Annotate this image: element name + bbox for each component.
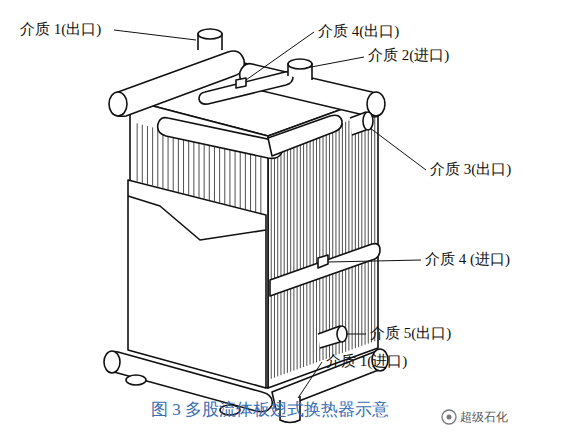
fin-line (352, 119, 353, 349)
fin-line (368, 114, 369, 344)
cover-bevel (128, 196, 266, 240)
fin-line (339, 124, 340, 354)
fin-line (271, 149, 272, 379)
fin-line (250, 153, 251, 211)
figure-caption: 图 3 多股流体板翅式换热器示意 (151, 398, 389, 421)
fin-line (365, 115, 366, 345)
nozzle-mouth (363, 112, 373, 130)
fin-line (358, 117, 359, 347)
fin-line (152, 127, 153, 185)
leader-line (306, 57, 364, 68)
leader-line (298, 362, 322, 398)
fin-line (280, 145, 281, 375)
cover-plate (128, 180, 266, 388)
fin-line (137, 123, 138, 181)
fin-line (245, 152, 246, 210)
foot (126, 375, 146, 385)
front-top-header (158, 118, 283, 159)
fin-line (173, 133, 174, 191)
fin-line (219, 145, 220, 203)
leader-line (346, 334, 366, 335)
callout-label: 介质 4 (进口) (425, 250, 510, 268)
fin-line (297, 139, 298, 369)
fin-line (361, 116, 362, 346)
fin-line (255, 154, 256, 212)
fin-line (293, 141, 294, 371)
fin-line (209, 142, 210, 200)
fin-line (178, 134, 179, 192)
leader-line (328, 260, 421, 262)
fin-line (323, 130, 324, 360)
fin-line (348, 121, 349, 351)
fin-line (204, 141, 205, 199)
fin-line (147, 126, 148, 184)
fin-line (329, 128, 330, 358)
fin-line (342, 123, 343, 353)
fin-line (193, 138, 194, 196)
fin-line (303, 137, 304, 367)
nozzle (236, 78, 246, 88)
fin-line (345, 122, 346, 352)
fin-line (355, 118, 356, 348)
fin-line (319, 131, 320, 361)
fin-line (374, 111, 375, 341)
fin-line (290, 142, 291, 372)
fin-line (157, 129, 158, 187)
leader-line (114, 30, 196, 40)
right-face (268, 96, 378, 388)
fin-line (168, 131, 169, 189)
callout-label: 介质 4(出口) (318, 22, 399, 40)
fin-line (316, 132, 317, 362)
fin-line (214, 144, 215, 202)
fin-line (274, 148, 275, 378)
leader-line (246, 32, 314, 80)
medium4-outlet-header (199, 72, 293, 104)
fin-line (183, 135, 184, 193)
fin-line (142, 125, 143, 183)
fin-line (371, 112, 372, 342)
side-top-header (268, 115, 342, 156)
fin-line (240, 150, 241, 208)
fin-line (326, 129, 327, 359)
callout-label: 介质 1(出口) (20, 20, 101, 38)
fin-line (260, 156, 261, 214)
fin-line (313, 134, 314, 364)
fin-line (188, 137, 189, 195)
fin-line (229, 148, 230, 206)
callout-label: 介质 5(出口) (370, 324, 451, 342)
fin-line (224, 146, 225, 204)
callout-label: 介质 1(进口) (326, 352, 407, 370)
watermark-icon (442, 410, 456, 424)
nozzle-mouth (337, 326, 347, 342)
header-end (104, 351, 120, 373)
fin-line (277, 146, 278, 376)
fin-line (306, 136, 307, 366)
fin-line (235, 149, 236, 207)
fin-line (332, 126, 333, 356)
fin-line (287, 143, 288, 373)
nozzle-mouth (198, 29, 222, 39)
medium4-inlet-header (270, 244, 380, 296)
fin-line (162, 130, 163, 188)
fin-line (335, 125, 336, 355)
fin-line (284, 144, 285, 374)
nozzle (318, 255, 328, 268)
watermark-icon (447, 415, 452, 420)
watermark: 超级石化 (460, 409, 508, 426)
header-end (109, 92, 127, 116)
fin-line (310, 135, 311, 365)
leader-line (370, 128, 426, 170)
callout-label: 介质 2(进口) (368, 46, 449, 64)
fin-line (300, 138, 301, 368)
top-left-header (110, 51, 244, 116)
fin-line (199, 140, 200, 198)
callout-label: 介质 3(出口) (430, 160, 511, 178)
